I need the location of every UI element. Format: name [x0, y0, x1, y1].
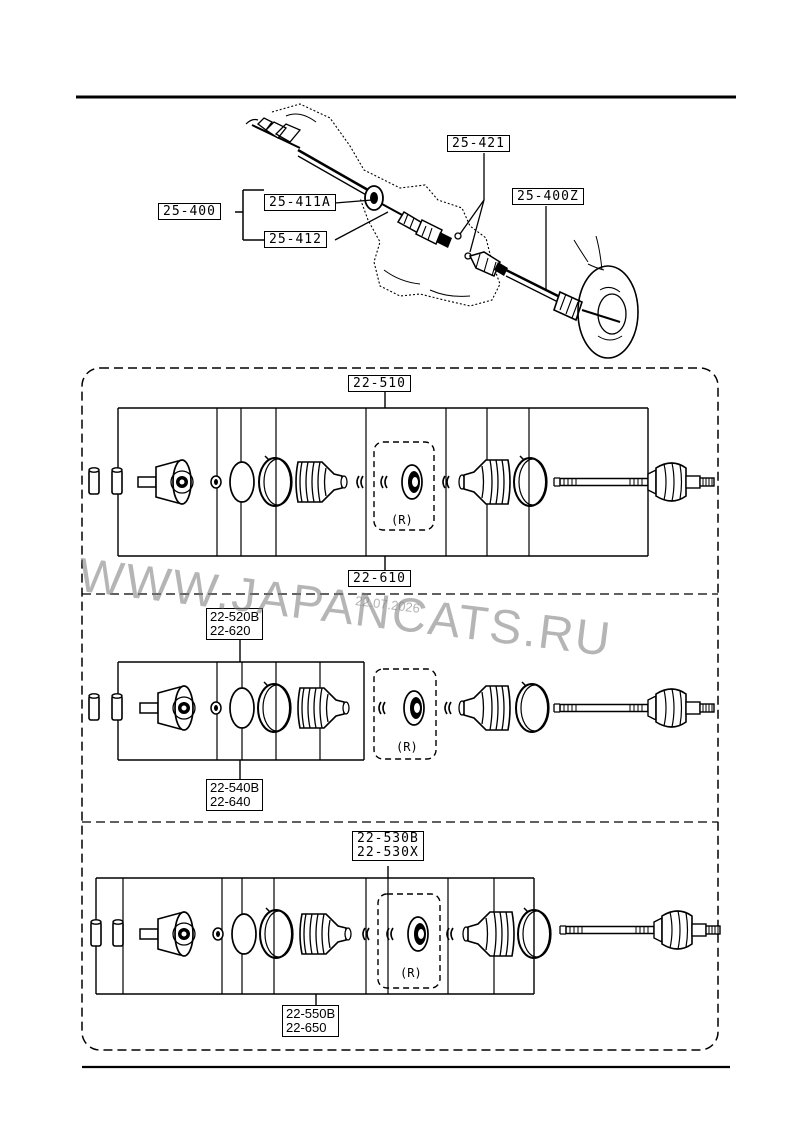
label-25-400z[interactable]: 25-400Z [512, 188, 584, 205]
label-22-550b-22-650[interactable]: 22-550B 22-650 [282, 1005, 340, 1037]
label-22-540b: 22-540B [210, 780, 260, 795]
r-tag-panel-3: (R) [400, 966, 422, 980]
label-22-530b: 22-530B [357, 831, 419, 846]
label-22-650: 22-650 [286, 1020, 327, 1035]
label-22-510[interactable]: 22-510 [348, 375, 411, 392]
overview-drawing [235, 103, 639, 359]
panel-1-parts [88, 390, 715, 572]
label-22-530b-22-530x[interactable]: 22-530B 22-530X [352, 831, 424, 861]
panel-2-parts [88, 640, 715, 780]
label-25-400[interactable]: 25-400 [158, 203, 221, 220]
parts-frame [81, 367, 719, 1051]
label-25-421[interactable]: 25-421 [447, 135, 510, 152]
label-22-530x: 22-530X [357, 845, 419, 860]
r-tag-panel-1: (R) [391, 513, 413, 527]
label-25-411a[interactable]: 25-411A [264, 194, 336, 211]
label-22-640: 22-640 [210, 794, 251, 809]
label-25-412[interactable]: 25-412 [264, 231, 327, 248]
label-22-540b-22-640[interactable]: 22-540B 22-640 [206, 779, 264, 811]
label-22-520b: 22-520B [210, 609, 260, 624]
label-22-550b: 22-550B [286, 1006, 336, 1021]
label-22-520b-22-620[interactable]: 22-520B 22-620 [206, 608, 264, 640]
label-22-610[interactable]: 22-610 [348, 570, 411, 587]
r-tag-panel-2: (R) [396, 740, 418, 754]
label-22-620: 22-620 [210, 623, 251, 638]
panel-3-parts [90, 866, 721, 1006]
